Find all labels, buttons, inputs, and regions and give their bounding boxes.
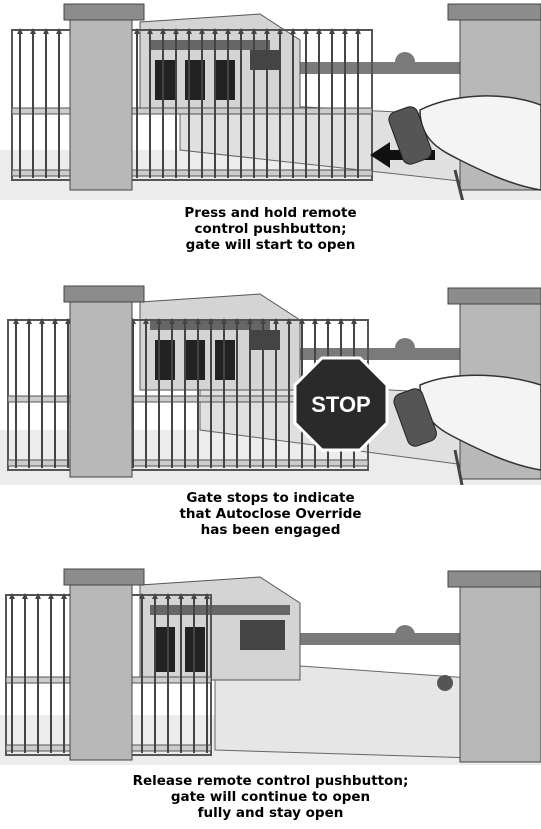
step-2-caption: Gate stops to indicate that Autoclose Ov… <box>0 490 541 538</box>
shrub <box>395 338 415 358</box>
step-3-illustration <box>0 565 541 765</box>
step-1-illustration <box>0 0 541 200</box>
left-pillar <box>64 4 144 190</box>
stop-sign-icon: STOP <box>295 358 387 450</box>
right-pillar <box>448 571 541 762</box>
caption-line: gate will continue to open <box>0 789 541 805</box>
caption-line: Gate stops to indicate <box>0 490 541 506</box>
gate-open-scene <box>0 565 541 765</box>
left-pillar <box>64 569 144 760</box>
left-pillar <box>64 286 144 477</box>
caption-line: Press and hold remote <box>0 205 541 221</box>
shrub <box>395 625 415 645</box>
stop-sign-label: STOP <box>311 392 371 417</box>
gate-opening-scene <box>0 0 541 200</box>
caption-line: has been engaged <box>0 522 541 538</box>
boundary-wall <box>300 633 460 645</box>
caption-line: control pushbutton; <box>0 221 541 237</box>
step-3-caption: Release remote control pushbutton; gate … <box>0 773 541 821</box>
caption-line: gate will start to open <box>0 237 541 253</box>
gate-stopped-scene: STOP <box>0 280 541 485</box>
house <box>140 577 300 680</box>
shrub <box>437 675 453 691</box>
step-1-caption: Press and hold remote control pushbutton… <box>0 205 541 253</box>
caption-line: that Autoclose Override <box>0 506 541 522</box>
caption-line: fully and stay open <box>0 805 541 821</box>
caption-line: Release remote control pushbutton; <box>0 773 541 789</box>
boundary-wall <box>290 62 460 74</box>
step-2-illustration: STOP <box>0 280 541 485</box>
shrub <box>395 52 415 72</box>
